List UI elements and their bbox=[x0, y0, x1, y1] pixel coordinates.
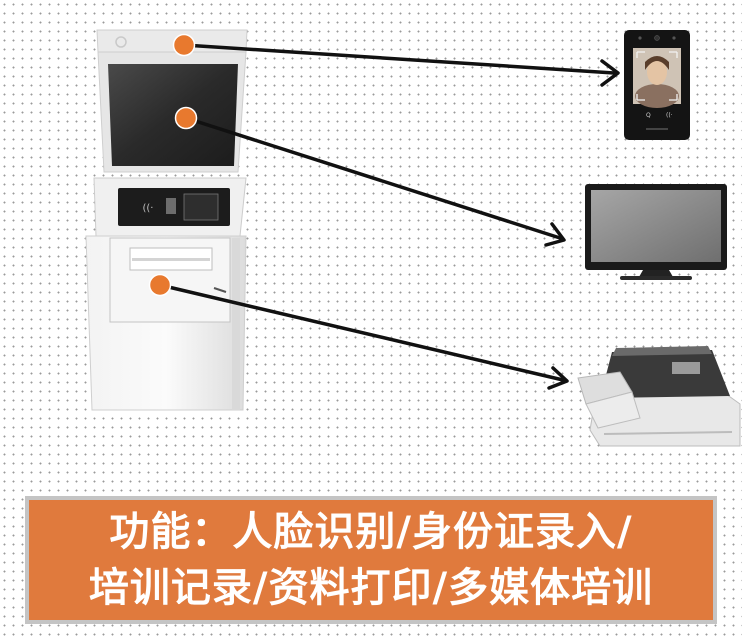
function-banner: 功能：人脸识别/身份证录入/ 培训记录/资料打印/多媒体培训 bbox=[25, 496, 717, 624]
callout-dot-printer-slot bbox=[148, 273, 172, 297]
face-recognition-terminal-icon: Q ((· bbox=[624, 30, 690, 140]
arrows bbox=[158, 43, 620, 390]
kiosk-screen bbox=[108, 64, 238, 166]
arrowhead-printer bbox=[547, 366, 569, 390]
arrowhead-face-terminal bbox=[600, 59, 620, 87]
banner-line-1: 功能：人脸识别/身份证录入/ bbox=[109, 509, 633, 555]
banner-line-2: 培训记录/资料打印/多媒体培训 bbox=[88, 565, 654, 611]
arrowhead-monitor bbox=[544, 222, 566, 247]
arrow-to-printer bbox=[158, 283, 565, 382]
nfc-icon: ((· bbox=[143, 203, 154, 214]
callout-dot-camera bbox=[172, 33, 196, 57]
callout-dot-screen bbox=[174, 106, 198, 130]
monitor-icon bbox=[585, 184, 727, 280]
arrow-to-monitor bbox=[184, 116, 562, 240]
self-service-kiosk: ((· bbox=[85, 29, 248, 411]
svg-text:((·: ((· bbox=[666, 112, 673, 119]
dot-matrix-printer-icon bbox=[577, 346, 741, 447]
arrow-to-face-terminal bbox=[182, 43, 616, 75]
kiosk-logo-icon bbox=[115, 36, 127, 48]
callout-dots bbox=[148, 33, 198, 297]
svg-text:Q: Q bbox=[646, 112, 651, 119]
